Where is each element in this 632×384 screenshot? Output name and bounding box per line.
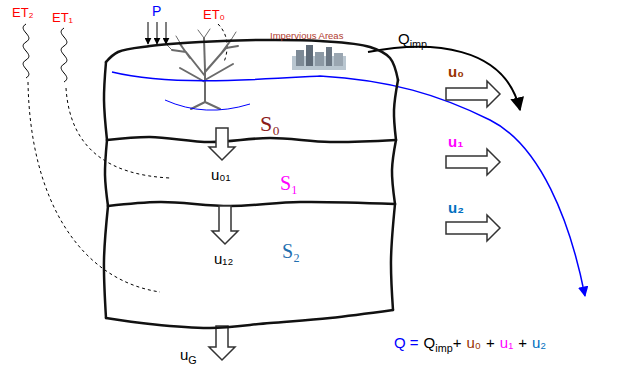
- layer-border: [105, 140, 108, 206]
- flux-label: u₂: [532, 334, 546, 351]
- label-group: u₀: [448, 63, 464, 81]
- layer-border: [107, 137, 396, 142]
- rain-arrow: [148, 22, 149, 44]
- storage-label: S₂: [282, 240, 300, 262]
- layer-border: [104, 206, 108, 318]
- layer-border: [104, 62, 107, 140]
- flux-label: u₂: [448, 199, 464, 216]
- lateral-flow-arrow: [446, 81, 500, 107]
- label-group: ET₀: [203, 7, 225, 22]
- label-group: P: [152, 3, 161, 19]
- building: [315, 52, 324, 66]
- layer-border: [106, 310, 393, 328]
- flux-label: u₀: [448, 63, 464, 80]
- flux-label: Q: [424, 334, 436, 351]
- flux-label: u₀₁: [211, 166, 231, 183]
- rain-arrow: [157, 22, 158, 44]
- flux-label: ET₀: [203, 7, 225, 22]
- et-squiggle: [61, 28, 67, 82]
- label-group: ET₁: [52, 10, 73, 25]
- layer-outline: [100, 208, 402, 326]
- flux-label: P: [152, 3, 161, 19]
- flux-label: ET₂: [12, 5, 34, 20]
- storage-label: S₀: [260, 112, 280, 136]
- flux-label: +: [453, 334, 462, 351]
- soil-layer: S₁: [100, 142, 402, 208]
- rain-arrow: [166, 22, 167, 44]
- flux-label: ET₁: [52, 10, 73, 25]
- layer-border: [392, 140, 396, 204]
- percolation-arrow: [209, 128, 235, 160]
- lateral-flow-arrow: [446, 149, 500, 175]
- et-squiggle: [23, 24, 29, 78]
- flux-label: u₀: [466, 334, 481, 351]
- subscript: G: [188, 354, 196, 366]
- et-dashed-path: [28, 82, 160, 292]
- flux-label: Q: [398, 30, 410, 47]
- lateral-flow-arrow: [446, 215, 500, 241]
- layer-outline: [100, 36, 402, 142]
- layer-outline: [100, 142, 402, 208]
- flux-label: +: [518, 334, 527, 351]
- edge-label-holder: u₁₂: [214, 250, 233, 268]
- layer-border: [391, 204, 395, 310]
- label-group: u₁: [448, 133, 463, 151]
- label-group: ET₂: [12, 5, 34, 20]
- tree-branches: [172, 38, 238, 109]
- flux-label: u₁: [500, 334, 513, 351]
- storage-label: S₁: [280, 172, 298, 194]
- edge-label-holder: u₀₁: [211, 166, 231, 184]
- layer-border: [106, 40, 398, 80]
- flux-label: u₁: [448, 133, 463, 150]
- label-group: Qimp: [398, 30, 427, 51]
- subscript: imp: [435, 342, 452, 354]
- city-picture: [292, 45, 346, 70]
- label-group: u₂: [448, 199, 464, 217]
- runoff-line: [112, 72, 585, 296]
- label-group: Q =Qimp+u₀+u₁+u₂: [394, 334, 546, 355]
- impervious-runoff-arrow: [368, 47, 520, 110]
- layer-border: [108, 202, 395, 206]
- flux-label: +: [486, 334, 495, 351]
- label-group: uG: [180, 346, 197, 367]
- et-dashed-path: [66, 88, 170, 178]
- layer-border: [394, 80, 398, 140]
- building: [296, 50, 304, 66]
- building: [334, 53, 343, 66]
- label-group: Impervious Areas: [270, 30, 343, 41]
- tree-twigs: [166, 29, 236, 50]
- groundwater-arrow: [209, 326, 235, 360]
- flux-label: Q =: [394, 334, 419, 351]
- root-zone-line: [165, 100, 250, 110]
- soil-layer: S₂: [100, 208, 402, 326]
- subscript: imp: [410, 38, 427, 50]
- flux-label: Impervious Areas: [270, 30, 343, 41]
- percolation-arrow: [212, 206, 238, 244]
- building: [306, 45, 313, 66]
- soil-layer: S₀: [100, 36, 402, 142]
- flux-label: u: [180, 346, 188, 363]
- flux-label: u₁₂: [214, 250, 233, 267]
- building: [326, 47, 332, 66]
